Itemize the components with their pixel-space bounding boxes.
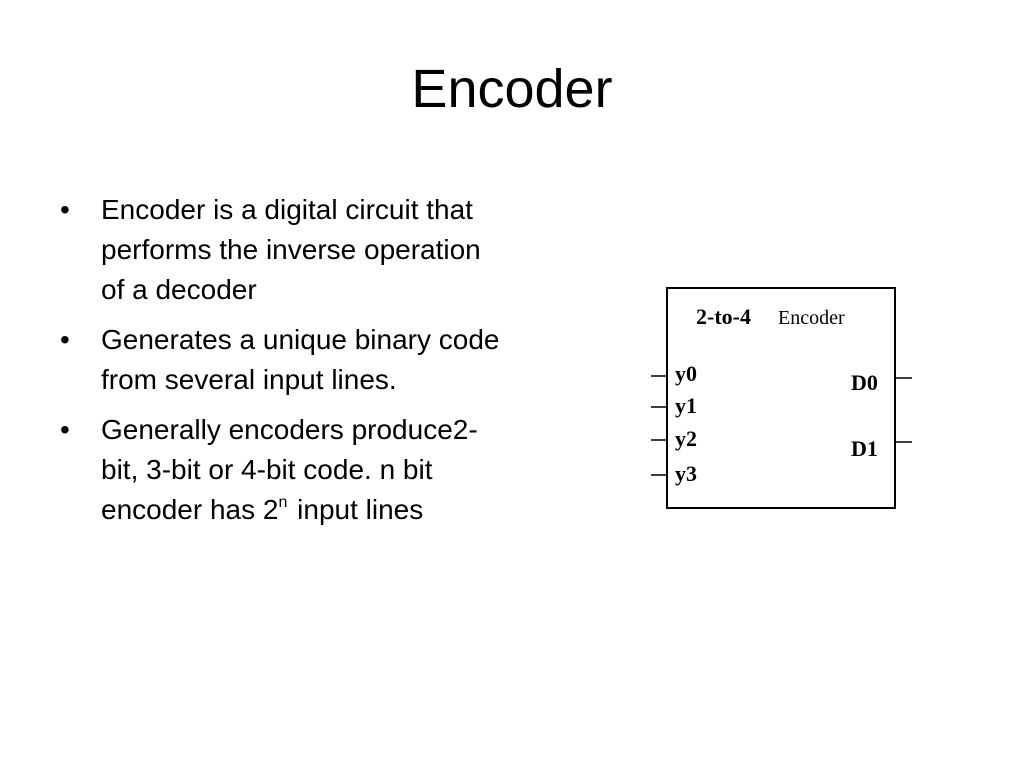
bullet-list: • Encoder is a digital circuit that perf…	[60, 190, 510, 540]
encoder-block-diagram: 2-to-4 Encoder y0 y1 y2 y3 D0 D1	[651, 287, 912, 509]
input-label-y2: y2	[675, 426, 697, 451]
bullet-dot: •	[60, 414, 70, 445]
slide-title: Encoder	[411, 59, 613, 119]
bullet-dot: •	[60, 324, 70, 355]
block-label-prefix: 2-to-4	[696, 304, 751, 329]
bullet-text: Generally encoders produce2-bit, 3-bit o…	[101, 414, 478, 525]
bullet-item: • Generally encoders produce2-bit, 3-bit…	[60, 410, 510, 530]
bullet-text-main: Generally encoders produce2-bit, 3-bit o…	[101, 414, 478, 525]
block-label-suffix: Encoder	[778, 307, 845, 329]
bullet-item: • Generates a unique binary code from se…	[60, 320, 510, 400]
input-label-y3: y3	[675, 461, 697, 486]
input-label-y1: y1	[675, 393, 697, 418]
output-label-d1: D1	[851, 436, 878, 461]
bullet-text-tail: input lines	[289, 494, 424, 525]
bullet-dot: •	[60, 194, 70, 225]
bullet-text: Encoder is a digital circuit that perfor…	[101, 194, 481, 305]
bullet-text: Generates a unique binary code from seve…	[101, 324, 500, 395]
encoder-block	[666, 287, 896, 509]
superscript-n: n	[278, 494, 288, 511]
input-label-y0: y0	[675, 361, 697, 386]
output-label-d0: D0	[851, 370, 878, 395]
bullet-item: • Encoder is a digital circuit that perf…	[60, 190, 510, 310]
